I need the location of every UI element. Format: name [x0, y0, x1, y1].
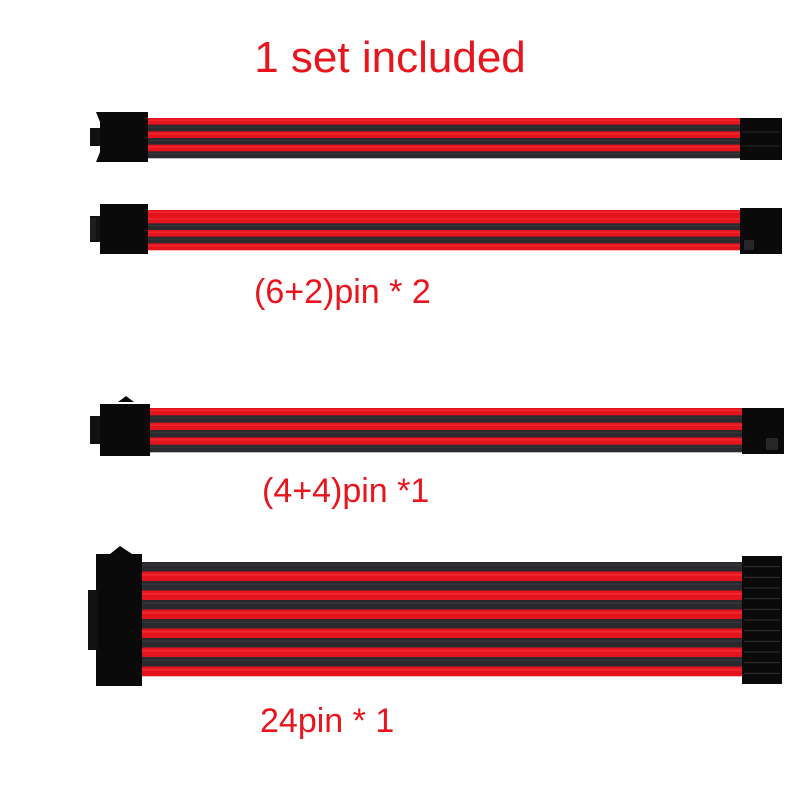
pcie-cable-1-right-connector [740, 118, 782, 160]
pcie-cable-2-wire-highlight-5 [148, 238, 742, 240]
pcie-cable-1-sleeve [148, 118, 742, 159]
pcie-cable-1-wire-5 [148, 144, 742, 152]
atx-cable-wire-10 [140, 647, 744, 658]
cpu-cable-wire-highlight-6 [150, 446, 744, 448]
pcie-cable-2-wire-4 [148, 230, 742, 237]
pcie-cable-1-wire-highlight-6 [148, 153, 742, 155]
cpu-cable-wire-highlight-5 [150, 439, 744, 441]
atx-cable-wire-highlight-10 [140, 649, 744, 652]
pcie-cable-2-wire-highlight-6 [148, 245, 742, 247]
pcie-cable-1-wire-highlight-4 [148, 139, 742, 141]
atx-cable-wire-highlight-5 [140, 602, 744, 605]
pcie-cable-2-wire-3 [148, 223, 742, 231]
atx-cable-wire-highlight-8 [140, 630, 744, 633]
atx-cable-wire-highlight-9 [140, 640, 744, 643]
cpu-cable-wire-2 [150, 415, 744, 423]
atx-cable-wire-2 [140, 571, 744, 582]
atx-cable-wire-6 [140, 609, 744, 620]
atx-cable-wire-1 [140, 562, 744, 572]
cpu-cable [90, 396, 784, 456]
cpu-cable-wire-5 [150, 437, 744, 445]
cpu-cable-left-connector [90, 396, 150, 456]
cpu-cable-wire-3 [150, 422, 744, 431]
pcie-cable-1 [90, 112, 782, 162]
atx-cable-wire-highlight-1 [140, 564, 744, 567]
pcie-cable-1-wire-3 [148, 131, 742, 139]
pcie-cable-1-wire-6 [148, 151, 742, 159]
label-atx-24-pin: 24pin * 1 [260, 702, 395, 740]
pcie-cable-2-wire-6 [148, 243, 742, 251]
atx-cable-wire-11 [140, 657, 744, 667]
pcie-cable-2-wire-highlight-2 [148, 218, 742, 220]
cpu-cable-wire-6 [150, 444, 744, 453]
atx-cable-wire-highlight-11 [140, 659, 744, 662]
atx-cable-wire-highlight-12 [140, 668, 744, 671]
label-pcie-6-2-pin: (6+2)pin * 2 [254, 273, 431, 311]
atx-24pin-cable [88, 546, 782, 686]
pcie-cable-2-left-connector [90, 204, 148, 254]
cpu-cable-wire-1 [150, 408, 744, 416]
pcie-cable-2-right-connector [740, 208, 782, 254]
pcie-cable-1-wire-1 [148, 118, 742, 125]
pcie-cable-1-wire-2 [148, 124, 742, 132]
atx-cable-wire-4 [140, 590, 744, 601]
label-cpu-4-4-pin: (4+4)pin *1 [262, 472, 430, 510]
pcie-cable-2 [90, 204, 782, 254]
atx-cable-sleeve [140, 562, 744, 677]
cpu-cable-wire-highlight-4 [150, 431, 744, 434]
pcie-cable-1-wire-highlight-3 [148, 133, 742, 135]
pcie-cable-1-wire-4 [148, 138, 742, 145]
cpu-cable-wire-4 [150, 430, 744, 438]
atx-cable-wire-highlight-6 [140, 611, 744, 614]
atx-cable-left-connector [88, 546, 142, 686]
atx-cable-wire-highlight-4 [140, 592, 744, 595]
atx-cable-wire-9 [140, 638, 744, 648]
pcie-cable-1-wire-highlight-2 [148, 126, 742, 128]
atx-cable-wire-5 [140, 600, 744, 610]
pcie-cable-2-wire-highlight-4 [148, 231, 742, 233]
pcie-cable-1-wire-highlight-5 [148, 146, 742, 148]
cpu-cable-sleeve [150, 408, 744, 453]
pcie-cable-1-wire-highlight-1 [148, 119, 742, 121]
atx-cable-wire-8 [140, 628, 744, 639]
pcie-cable-2-wire-1 [148, 210, 742, 217]
pcie-cable-2-sleeve [148, 210, 742, 251]
atx-cable-right-connector [742, 556, 782, 684]
atx-cable-wire-highlight-2 [140, 573, 744, 576]
cpu-cable-wire-highlight-3 [150, 424, 744, 426]
cpu-cable-wire-highlight-2 [150, 417, 744, 419]
pcie-cable-2-wire-highlight-3 [148, 225, 742, 227]
pcie-cable-1-left-connector [90, 112, 148, 162]
pcie-cable-2-wire-5 [148, 236, 742, 244]
atx-cable-wire-highlight-7 [140, 621, 744, 624]
cpu-cable-right-connector [742, 408, 784, 454]
atx-cable-wire-3 [140, 581, 744, 591]
cpu-cable-wire-highlight-1 [150, 409, 744, 412]
pcie-cable-2-wire-highlight-1 [148, 211, 742, 213]
atx-cable-wire-12 [140, 666, 744, 677]
atx-cable-wire-highlight-3 [140, 583, 744, 586]
atx-cable-wire-7 [140, 619, 744, 629]
pcie-cable-2-wire-2 [148, 216, 742, 224]
heading-set-included: 1 set included [254, 33, 526, 82]
